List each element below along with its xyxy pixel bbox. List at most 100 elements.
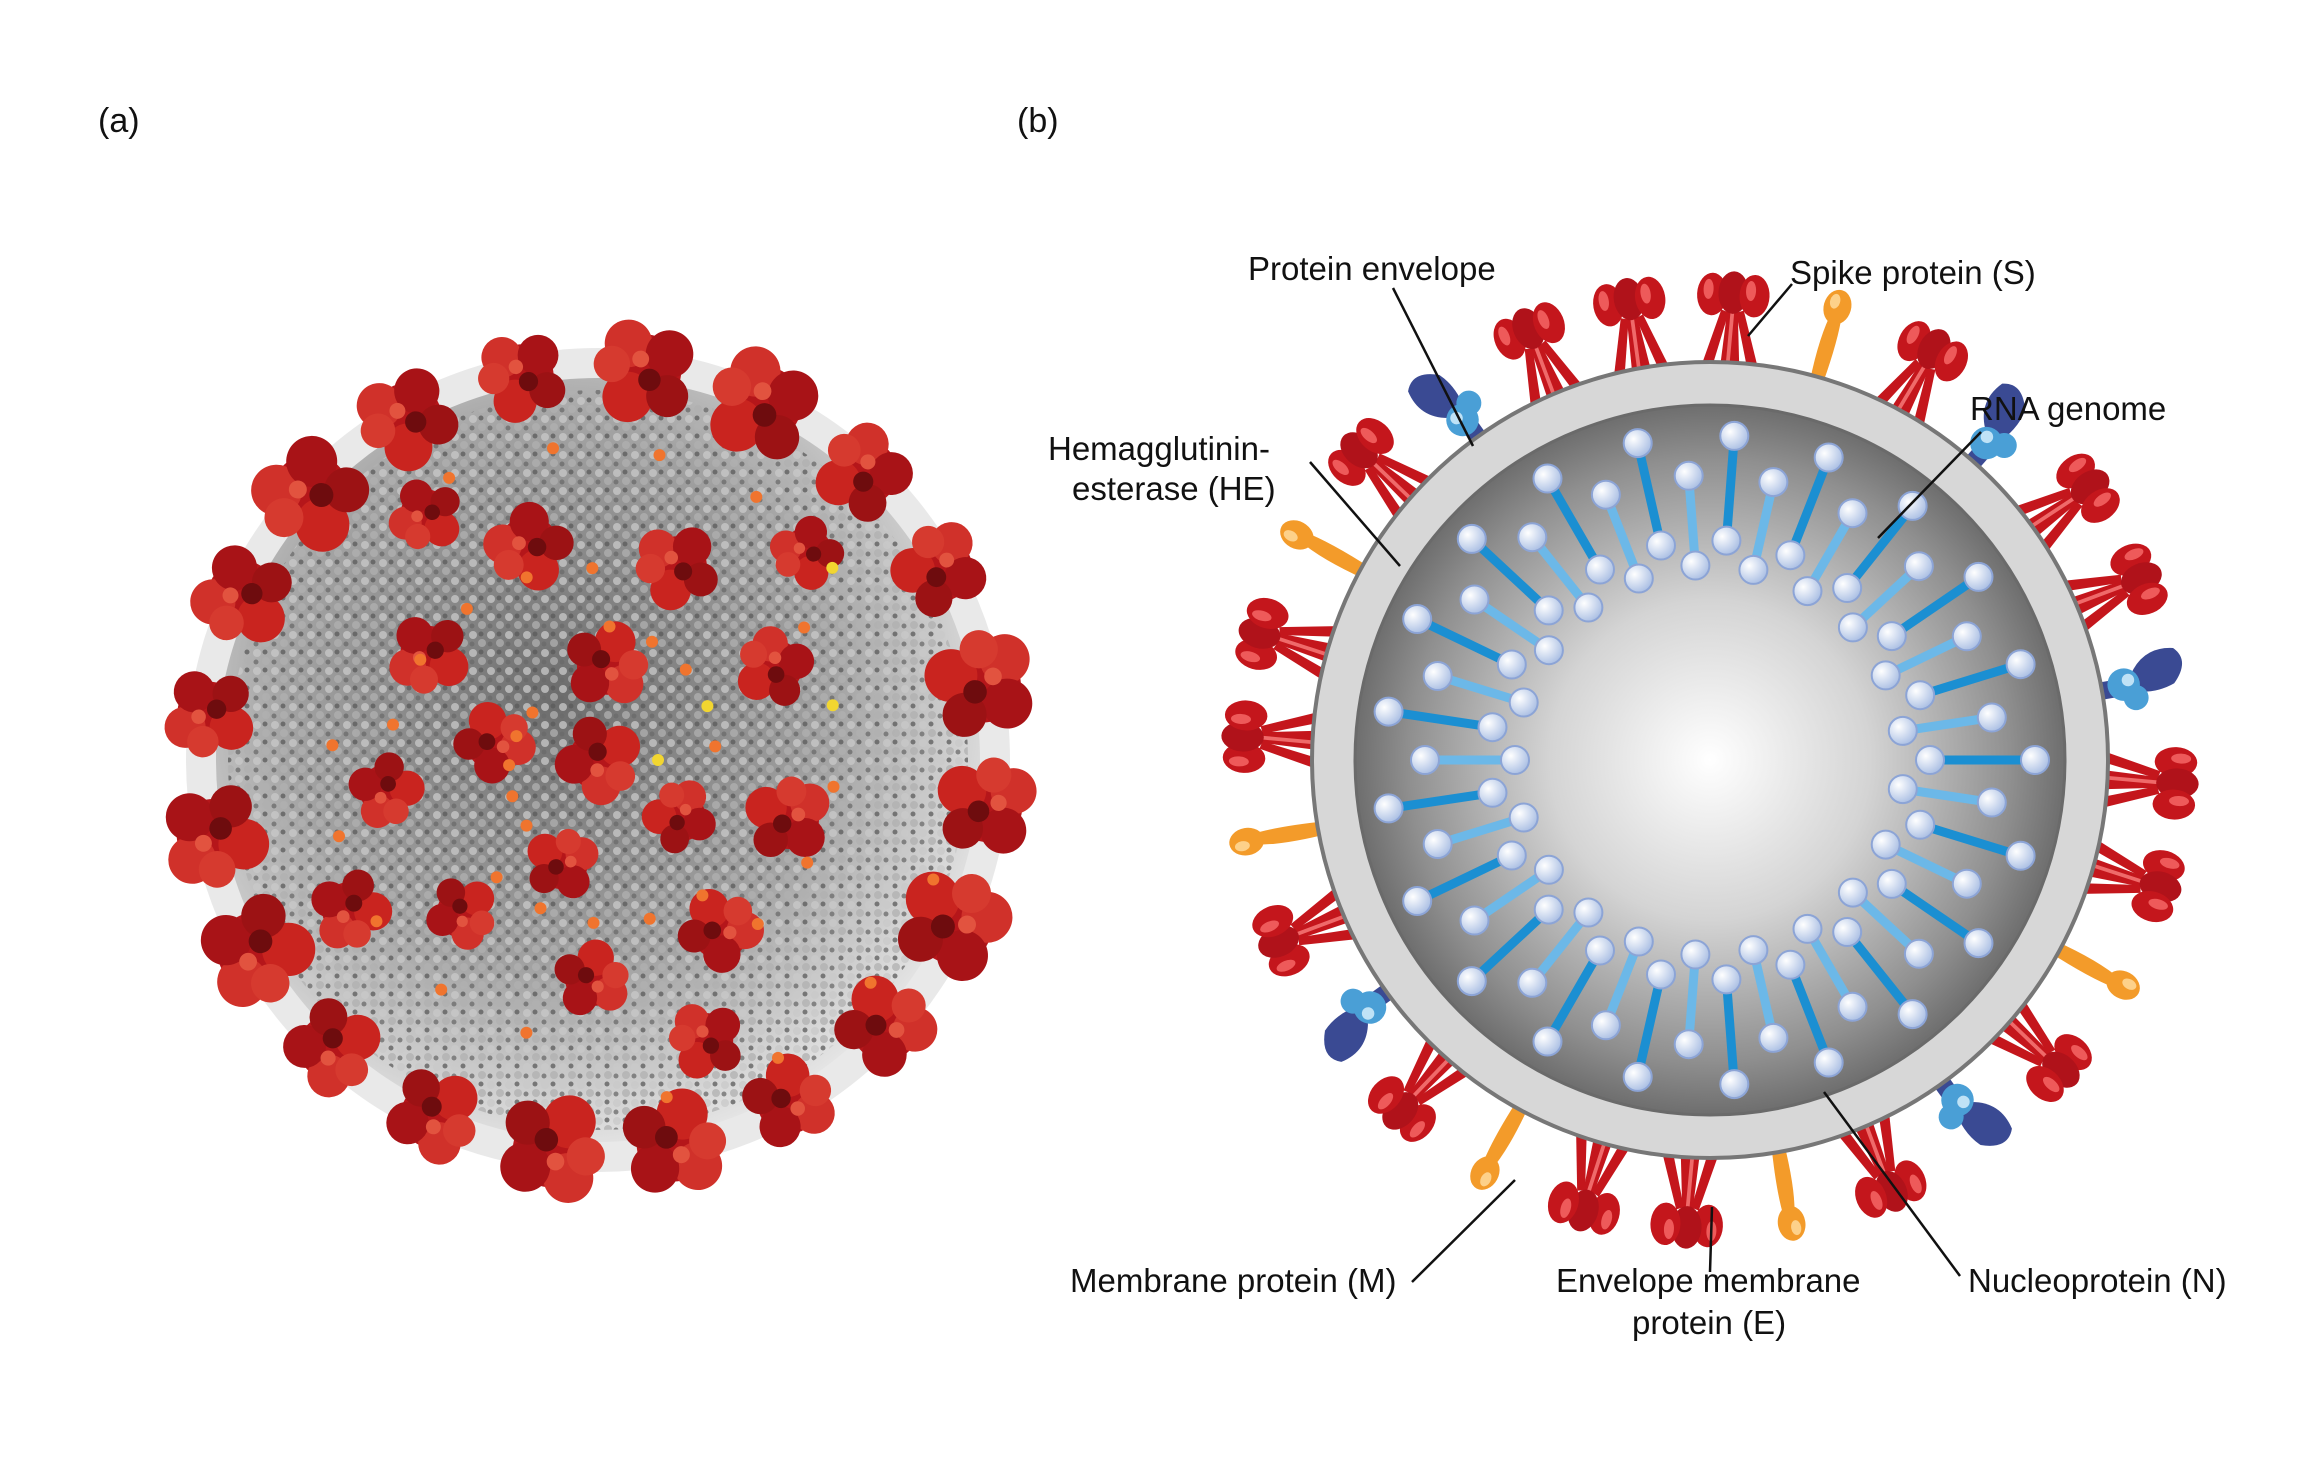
rna-strand bbox=[1881, 840, 1972, 889]
rna-strand bbox=[1881, 631, 1972, 680]
rna-strand bbox=[1748, 945, 1778, 1043]
nucleoprotein-ball bbox=[1870, 829, 1901, 860]
virus-schematic bbox=[1217, 267, 2203, 1253]
nucleoprotein-ball bbox=[1876, 621, 1907, 652]
surface-dot bbox=[503, 759, 516, 772]
nucleoprotein-ball bbox=[1832, 573, 1863, 603]
nucleoprotein-ball bbox=[1680, 550, 1711, 581]
spike-protein bbox=[1647, 1143, 1729, 1253]
surface-dot bbox=[506, 790, 519, 803]
nucleoprotein-ball bbox=[1832, 917, 1863, 947]
nucleoprotein-ball bbox=[1680, 939, 1711, 970]
nucleoprotein-ball bbox=[1915, 745, 1945, 775]
leader-envelope-membrane bbox=[1708, 1206, 1714, 1273]
nucleoprotein-ball bbox=[1533, 854, 1564, 885]
rna-strand bbox=[1915, 659, 2026, 700]
nucleoprotein-ball bbox=[1876, 868, 1907, 899]
nucleoprotein-ball bbox=[2005, 840, 2036, 871]
nucleoprotein-ball bbox=[1508, 687, 1539, 718]
nucleoprotein-ball bbox=[1905, 809, 1936, 840]
leader-protein-envelope bbox=[1391, 287, 1475, 447]
nucleoprotein-ball bbox=[1870, 660, 1901, 691]
nucleoprotein-ball bbox=[1456, 966, 1487, 997]
nucleoprotein-ball bbox=[1673, 1029, 1704, 1060]
nucleoprotein-ball bbox=[1837, 877, 1868, 908]
nucleoprotein-ball bbox=[1532, 463, 1563, 494]
nucleoprotein-ball bbox=[1496, 840, 1527, 871]
label-hemagglutinin-line1: Hemagglutinin- bbox=[1048, 430, 1270, 467]
nucleoprotein-ball bbox=[1500, 745, 1530, 775]
nucleoprotein-ball bbox=[1963, 561, 1994, 592]
rna-strand bbox=[1601, 490, 1644, 583]
rna-strand bbox=[1467, 534, 1554, 615]
surface-dot bbox=[547, 442, 559, 455]
nucleoprotein-ball bbox=[1517, 967, 1548, 998]
nucleoprotein-ball bbox=[1903, 551, 1934, 582]
nucleoprotein-ball bbox=[1422, 661, 1453, 691]
nucleoprotein-ball bbox=[1673, 460, 1704, 491]
nucleoprotein-ball bbox=[1887, 774, 1918, 805]
nucleoprotein-ball bbox=[1622, 428, 1653, 459]
surface-dot bbox=[443, 471, 456, 484]
rna-strand bbox=[1633, 970, 1666, 1082]
leader-rna-genome bbox=[1877, 431, 1982, 539]
rna-strand bbox=[1384, 707, 1497, 732]
nucleoprotein-ball bbox=[1758, 467, 1789, 498]
nucleoprotein-ball bbox=[1573, 592, 1604, 623]
nucleoprotein-ball bbox=[1646, 959, 1676, 990]
leader-spike-protein bbox=[1747, 283, 1793, 337]
surface-dot bbox=[587, 916, 600, 929]
rna-strand bbox=[1412, 851, 1517, 906]
nucleoprotein-ball bbox=[1533, 595, 1564, 626]
label-membrane-protein: Membrane protein (M) bbox=[1070, 1262, 1396, 1299]
surface-dot bbox=[696, 889, 709, 902]
rna-strand bbox=[1470, 595, 1554, 655]
nucleoprotein-ball bbox=[1976, 787, 2007, 818]
nucleoprotein-ball bbox=[1573, 897, 1604, 928]
nucleoprotein-ball bbox=[1517, 522, 1548, 553]
rna-strand bbox=[1543, 474, 1605, 574]
rna-strand bbox=[1470, 865, 1554, 925]
nucleoprotein-ball bbox=[1951, 868, 1982, 899]
spike-blob bbox=[745, 776, 830, 858]
rna-strand bbox=[1601, 937, 1644, 1030]
rna-strand bbox=[1848, 888, 1924, 959]
surface-dot bbox=[826, 561, 839, 574]
nucleoprotein-ball bbox=[1402, 886, 1433, 916]
nucleoprotein-ball bbox=[1459, 584, 1490, 615]
leader-hemagglutinin bbox=[1309, 461, 1401, 567]
nucleoprotein-ball bbox=[1813, 442, 1844, 473]
nucleoprotein-ball bbox=[1903, 938, 1934, 969]
nucleoprotein-ball bbox=[1738, 935, 1769, 966]
viral-core bbox=[1353, 403, 2067, 1117]
label-hemagglutinin-line2: esterase (HE) bbox=[1072, 470, 1276, 507]
nucleoprotein-ball bbox=[1897, 999, 1928, 1030]
surface-dot bbox=[435, 983, 448, 996]
nucleoprotein-ball bbox=[1758, 1022, 1789, 1053]
nucleoprotein-ball bbox=[1738, 554, 1769, 585]
surface-dot bbox=[643, 912, 656, 925]
nucleoprotein-ball bbox=[1496, 649, 1527, 680]
nucleoprotein-ball bbox=[1533, 894, 1564, 925]
surface-dot bbox=[370, 915, 383, 928]
surface-dot bbox=[414, 653, 427, 666]
surface-dot bbox=[750, 490, 763, 503]
nucleoprotein-ball bbox=[1622, 1061, 1653, 1092]
nucleoprotein-ball bbox=[1905, 680, 1936, 711]
nucleoprotein-ball bbox=[1373, 696, 1404, 727]
nucleoprotein-ball bbox=[1623, 926, 1654, 957]
nucleoprotein-ball bbox=[1623, 563, 1654, 594]
nucleoprotein-ball bbox=[1792, 576, 1823, 607]
label-envelope-membrane-line2: protein (E) bbox=[1632, 1304, 1786, 1341]
nucleoprotein-ball bbox=[1508, 802, 1539, 833]
label-rna-genome: RNA genome bbox=[1970, 390, 2166, 427]
nucleoprotein-ball bbox=[1775, 540, 1806, 571]
leader-membrane-protein bbox=[1411, 1179, 1516, 1283]
surface-dot bbox=[827, 780, 840, 793]
label-spike-protein: Spike protein (S) bbox=[1790, 254, 2036, 291]
panel-label-b: (b) bbox=[1017, 102, 1059, 140]
surface-dot bbox=[520, 571, 533, 584]
surface-dot bbox=[387, 718, 399, 731]
nucleoprotein-ball bbox=[1711, 525, 1742, 556]
